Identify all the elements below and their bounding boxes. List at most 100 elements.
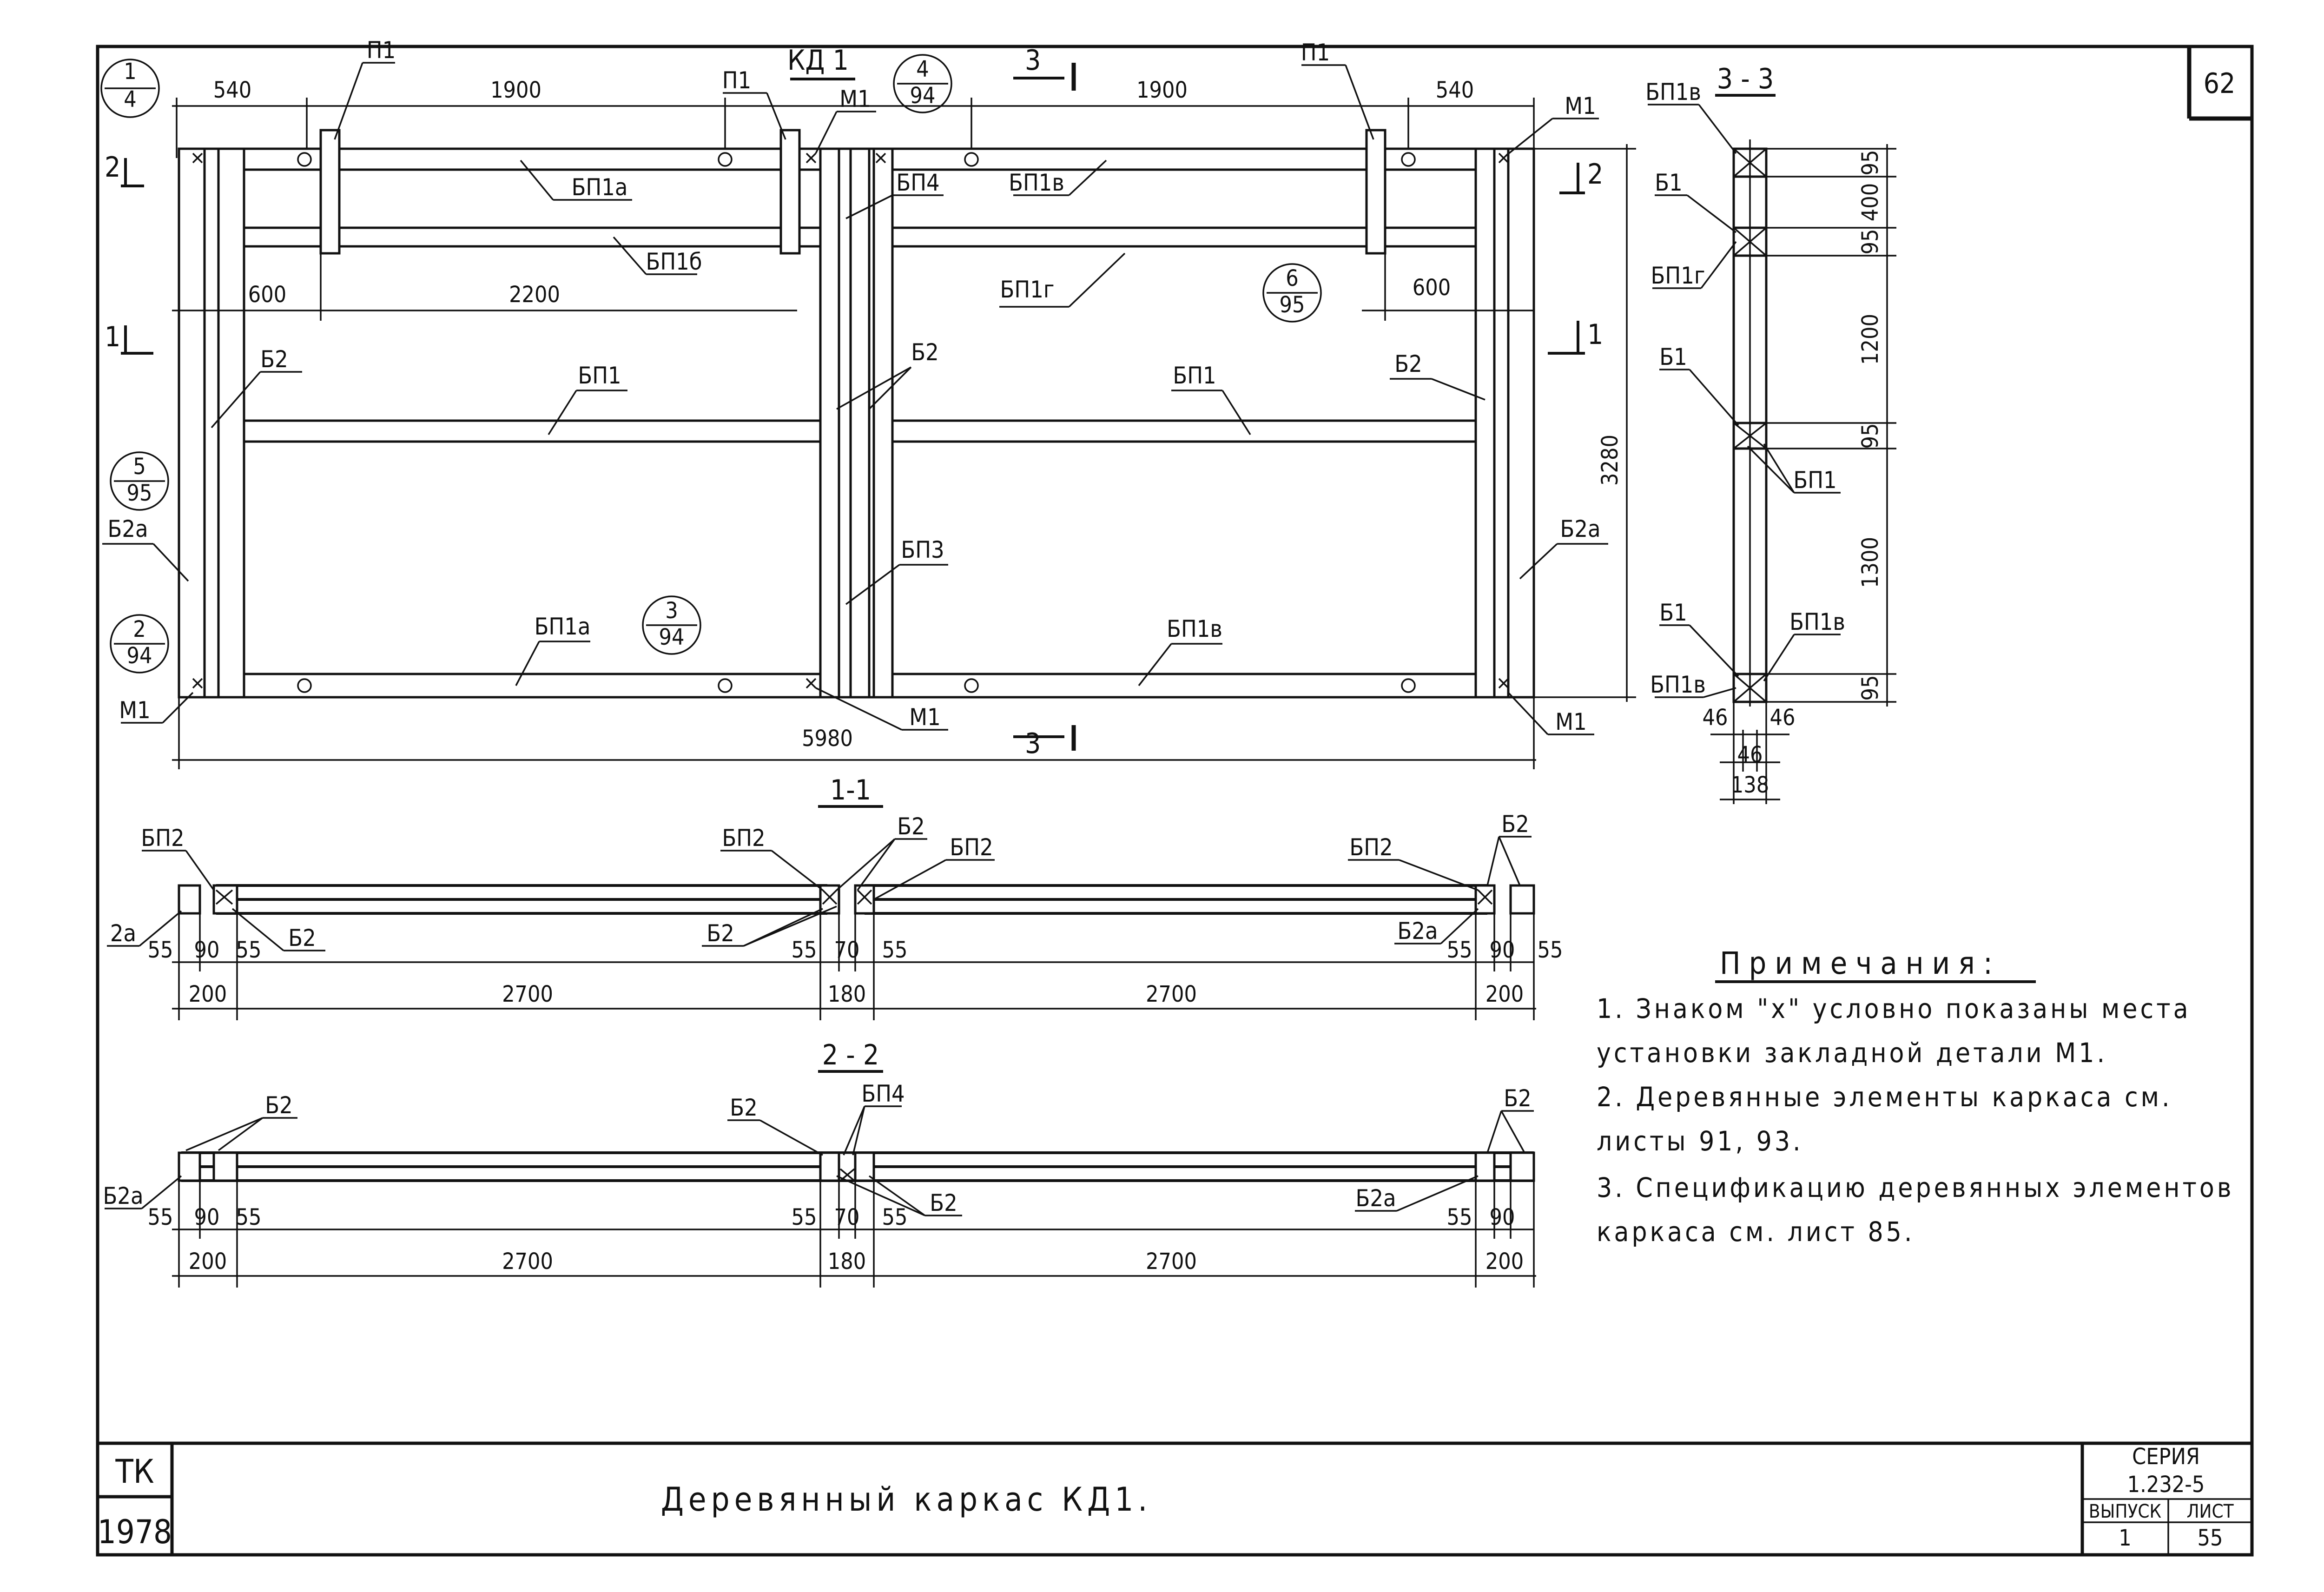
svg-text:95: 95 xyxy=(1857,423,1883,449)
note-line-6: каркаса см. лист 85. xyxy=(1597,1216,1915,1248)
section-11-title: 1-1 xyxy=(830,774,871,806)
svg-text:95: 95 xyxy=(1857,675,1883,701)
plan-title: КД 1 xyxy=(787,44,849,77)
label-m1-c: М1 xyxy=(119,697,150,724)
section-mark-3-top: 3 xyxy=(1025,44,1041,77)
section-33-title: 3 - 3 xyxy=(1717,63,1774,95)
series-label: СЕРИЯ xyxy=(2132,1444,2200,1470)
label-bp1-l: БП1 xyxy=(578,362,621,389)
section-3-3: 3 - 3 95 400 95 1200 95 1300 95 xyxy=(1645,63,1896,804)
sheet-frame: 62 xyxy=(96,45,2254,1557)
svg-text:180: 180 xyxy=(828,1248,866,1275)
svg-text:55: 55 xyxy=(148,937,173,963)
svg-text:46: 46 xyxy=(1737,742,1763,768)
label-bp1v-bot: БП1в xyxy=(1167,615,1222,642)
label-bp3: БП3 xyxy=(901,536,944,563)
svg-text:2700: 2700 xyxy=(1146,981,1197,1007)
svg-text:Б2а: Б2а xyxy=(1397,918,1438,945)
svg-text:55: 55 xyxy=(1538,937,1563,963)
section-mark-1-right: 1 xyxy=(1587,318,1603,351)
svg-text:180: 180 xyxy=(828,981,866,1007)
svg-text:БП1в: БП1в xyxy=(1789,608,1845,635)
label-b2-l: Б2 xyxy=(260,346,288,373)
svg-text:БП1: БП1 xyxy=(1793,467,1836,494)
svg-text:Б2: Б2 xyxy=(930,1189,957,1216)
dim-540-left: 540 xyxy=(213,77,251,103)
section-mark-1-left: 1 xyxy=(105,321,120,353)
svg-text:БП1г: БП1г xyxy=(1651,262,1705,289)
label-m1-b: М1 xyxy=(1565,92,1596,119)
dim-600-right: 600 xyxy=(1413,275,1451,301)
svg-text:90: 90 xyxy=(1490,937,1515,963)
svg-text:90: 90 xyxy=(1490,1204,1515,1230)
dim-600-left: 600 xyxy=(248,282,286,308)
callout-1-4: 1 4 xyxy=(100,59,160,118)
svg-text:Б2: Б2 xyxy=(706,920,734,947)
issue-value: 1 xyxy=(2119,1525,2131,1551)
svg-text:БП2: БП2 xyxy=(722,825,765,852)
svg-text:200: 200 xyxy=(189,1248,227,1275)
svg-text:БП4: БП4 xyxy=(861,1080,905,1107)
svg-text:Б2: Б2 xyxy=(897,813,924,840)
label-p1-a: П1 xyxy=(367,37,396,64)
plan-labels: П1 П1 П1 М1 М1 БП1а БП1б БП4 БП1в БП1г Б… xyxy=(102,37,1608,735)
svg-text:55: 55 xyxy=(882,1204,908,1230)
year: 1978 xyxy=(98,1513,172,1551)
svg-text:Б2а: Б2а xyxy=(103,1182,143,1209)
section-2-2: 2 - 2 55 90 55 55 70 55 55 90 200 2 xyxy=(103,1039,1536,1288)
svg-text:70: 70 xyxy=(834,1204,860,1230)
label-bp1a-bot: БП1а xyxy=(535,613,591,640)
label-bp1g: БП1г xyxy=(1000,276,1055,303)
notes-block: Примечания: 1. Знаком "x" условно показа… xyxy=(1597,945,2232,1248)
svg-text:55: 55 xyxy=(236,937,262,963)
svg-text:2700: 2700 xyxy=(502,981,553,1007)
note-line-4: листы 91, 93. xyxy=(1597,1125,1803,1157)
label-m1-a: М1 xyxy=(839,86,871,112)
svg-text:55: 55 xyxy=(236,1204,262,1230)
label-bp4: БП4 xyxy=(896,169,939,196)
label-p1-b: П1 xyxy=(722,67,751,94)
label-b2-r: Б2 xyxy=(1394,350,1422,377)
svg-text:55: 55 xyxy=(792,1204,817,1230)
label-bp1a-top: БП1а xyxy=(572,174,628,201)
title-block: ТК 1978 Деревянный каркас КД1. СЕРИЯ 1.2… xyxy=(98,1441,2252,1555)
svg-text:70: 70 xyxy=(834,937,860,963)
callout-4-94: 4 94 xyxy=(893,54,952,113)
callout-3-94: 3 94 xyxy=(642,595,701,655)
dim-1900-left: 1900 xyxy=(490,77,541,103)
drawing-title: Деревянный каркас КД1. xyxy=(661,1480,1152,1519)
svg-text:5: 5 xyxy=(133,454,145,480)
svg-text:3: 3 xyxy=(665,598,678,624)
svg-text:Б2: Б2 xyxy=(265,1092,292,1119)
svg-text:1300: 1300 xyxy=(1857,537,1883,588)
sheet-label: ЛИСТ xyxy=(2186,1501,2234,1522)
label-b2a-r: Б2а xyxy=(1560,515,1600,542)
dim-540-right: 540 xyxy=(1436,77,1474,103)
svg-text:Б2: Б2 xyxy=(288,925,316,951)
label-bp1-r: БП1 xyxy=(1173,362,1216,389)
svg-text:1: 1 xyxy=(124,59,136,85)
svg-text:95: 95 xyxy=(1857,150,1883,176)
svg-text:95: 95 xyxy=(1280,292,1305,318)
svg-text:4: 4 xyxy=(916,56,929,82)
svg-text:Б2: Б2 xyxy=(1501,811,1529,838)
section-mark-2-right: 2 xyxy=(1587,158,1603,191)
section-mark-3-bottom: 3 xyxy=(1025,727,1041,760)
svg-text:4: 4 xyxy=(124,86,136,112)
callout-5-95: 5 95 xyxy=(110,451,169,511)
label-p1-c: П1 xyxy=(1301,39,1330,66)
svg-text:46: 46 xyxy=(1703,705,1728,731)
svg-text:Б2а: Б2а xyxy=(1355,1185,1396,1212)
svg-text:55: 55 xyxy=(792,937,817,963)
svg-text:Б1: Б1 xyxy=(1655,169,1682,196)
org-code: ТК xyxy=(115,1453,154,1491)
m1-x-marks xyxy=(192,152,1509,689)
series-value: 1.232-5 xyxy=(2127,1472,2205,1498)
svg-text:БП2: БП2 xyxy=(141,825,184,852)
note-line-3: 2. Деревянные элементы каркаса см. xyxy=(1597,1081,2172,1113)
dim-5980: 5980 xyxy=(802,726,853,752)
label-b2a-l: Б2а xyxy=(107,515,148,542)
label-b2-m: Б2 xyxy=(911,339,938,366)
sheet-value: 55 xyxy=(2198,1525,2223,1551)
